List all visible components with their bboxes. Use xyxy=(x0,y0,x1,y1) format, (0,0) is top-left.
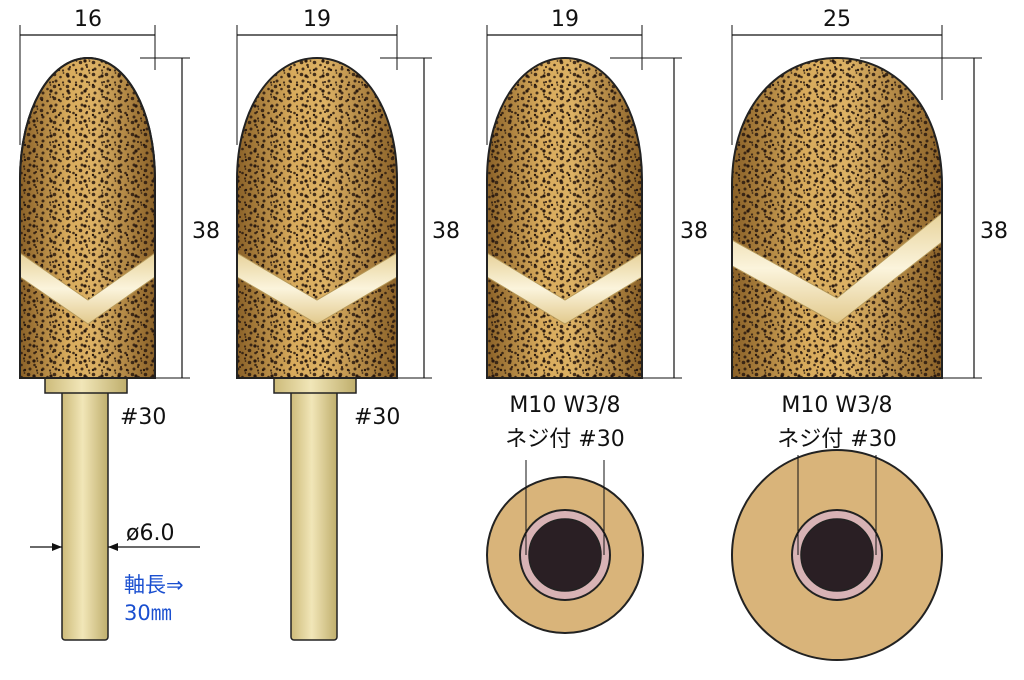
abrasive-head xyxy=(236,56,398,379)
tool-2: 19 38 #30 xyxy=(236,7,460,641)
width-dimension: 16 xyxy=(19,7,156,145)
width-dimension: 19 xyxy=(236,7,398,145)
collar xyxy=(273,376,357,394)
shank xyxy=(61,389,109,641)
width-label: 25 xyxy=(823,7,851,32)
thread-grit-label: ネジ付 #30 xyxy=(777,427,896,452)
width-label: 19 xyxy=(551,7,579,32)
thread-spec-label: M10 W3/8 xyxy=(781,393,892,418)
collar xyxy=(44,376,128,394)
tool-3: 19 38 M10 W3/8 ネジ付 #30 xyxy=(486,7,708,634)
abrasive-head xyxy=(486,56,643,379)
height-label: 38 xyxy=(192,219,220,244)
width-label: 16 xyxy=(74,7,102,32)
height-label: 38 xyxy=(432,219,460,244)
shaft-diameter-label: ø6.0 xyxy=(126,521,174,546)
tool-4: 25 38 M10 W3/8 ネジ付 #30 xyxy=(731,7,1008,661)
grit-label: #30 xyxy=(120,405,166,430)
thread-grit-label: ネジ付 #30 xyxy=(505,427,624,452)
end-view xyxy=(486,460,644,634)
grit-label: #30 xyxy=(354,405,400,430)
height-dimension: 38 xyxy=(610,57,708,379)
width-label: 19 xyxy=(303,7,331,32)
width-dimension: 19 xyxy=(486,7,643,145)
abrasive-head xyxy=(731,56,943,379)
shaft-diameter-dimension: ø6.0 xyxy=(30,521,200,551)
thread-spec-label: M10 W3/8 xyxy=(509,393,620,418)
bore xyxy=(800,518,874,592)
height-dimension: 38 xyxy=(140,57,220,379)
end-view xyxy=(731,449,943,661)
bore xyxy=(528,518,602,592)
shank xyxy=(290,389,338,641)
shaft-length-note-2: 30㎜ xyxy=(124,601,172,625)
shaft-length-note-1: 軸長⇒ xyxy=(124,573,184,597)
height-dimension: 38 xyxy=(860,57,1008,379)
height-label: 38 xyxy=(980,219,1008,244)
width-dimension: 25 xyxy=(731,7,943,145)
height-label: 38 xyxy=(680,219,708,244)
tool-1: 16 38 #30 ø6.0 軸長⇒ 30㎜ xyxy=(19,7,220,641)
abrasive-head xyxy=(19,56,156,379)
height-dimension: 38 xyxy=(380,57,460,379)
